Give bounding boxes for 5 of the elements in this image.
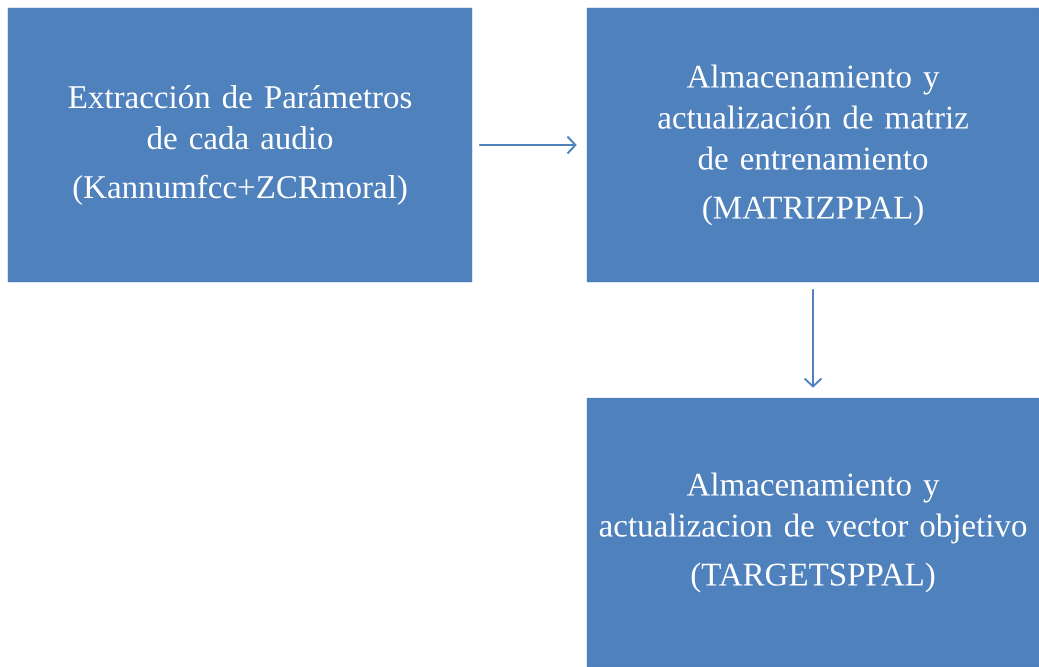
- process-box: Almacenamiento y actualización de matriz de entrenamiento (MATRIZPPAL): [586, 7, 1039, 283]
- process-box: Extracción de Parámetros de cada audio (Kannumfcc+ZCRmoral): [7, 7, 473, 283]
- arrow: [478, 135, 577, 155]
- arrow: [803, 288, 823, 388]
- process-box: Almacenamiento y actualizacion de vector objetivo (TARGETSPPAL): [586, 397, 1039, 667]
